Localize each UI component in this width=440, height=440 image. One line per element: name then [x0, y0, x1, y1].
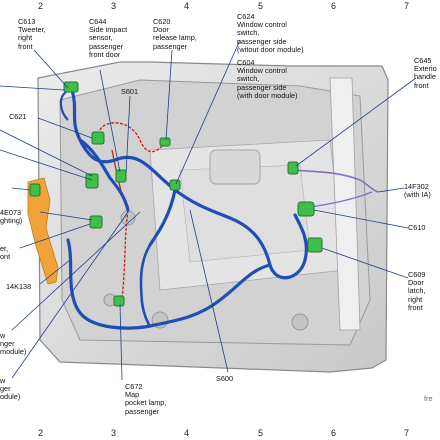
connector-c620	[159, 137, 171, 147]
grid-num-bottom: 5	[258, 428, 264, 438]
purple-wire	[291, 169, 379, 193]
connector-c621	[91, 131, 105, 145]
grid-bar-top	[0, 0, 440, 12]
callout-s600: S600	[216, 374, 234, 383]
callout-left-ger-odule: w ger odule)	[0, 376, 21, 402]
grid-num-top: 7	[404, 1, 410, 11]
connector-c645	[287, 161, 299, 175]
callout-c644: C644 Side impact sensor, passenger front…	[89, 17, 128, 59]
connector-c672	[113, 295, 125, 307]
blue-harness	[139, 244, 152, 327]
grid-num-top: 4	[184, 1, 190, 11]
trim-piece	[27, 177, 59, 285]
grid-num-bottom: 7	[404, 428, 410, 438]
callout-s601: S601	[121, 87, 139, 96]
connector-4e073	[89, 215, 103, 229]
grid-num-top: 6	[331, 1, 337, 11]
grid-num-top: 2	[38, 1, 44, 11]
red-wire	[99, 122, 166, 301]
speaker-mount	[209, 149, 261, 185]
grid-num-top: 5	[258, 1, 264, 11]
callout-left-nger-module: w nger module)	[0, 331, 27, 357]
callout-14k138: 14K138	[6, 282, 32, 291]
connector-c610	[297, 201, 315, 217]
grid-num-bottom: 3	[111, 428, 117, 438]
callout-c620: C620 Door release lamp, passenger	[153, 17, 197, 51]
grid-num-bottom: 2	[38, 428, 44, 438]
callout-c645: C645 Exterio handle front	[414, 56, 437, 90]
panel-hole	[291, 313, 309, 331]
callout-c621: C621	[9, 112, 27, 121]
footer-mark: fre	[424, 394, 433, 403]
grid-num-top: 3	[111, 1, 117, 11]
callout-c624: C624 Window control switch, passenger si…	[237, 12, 304, 54]
blue-harness	[66, 88, 308, 330]
callout-c610: C610	[408, 223, 426, 232]
grid-num-bottom: 6	[331, 428, 337, 438]
window-channel	[329, 77, 361, 331]
leader-lines	[0, 39, 417, 381]
callout-c604: C604 Window control switch, passenger si…	[237, 58, 298, 100]
callout-c672: C672 Map pocket lamp, passenger	[125, 382, 167, 416]
callout-14f302: 14F302 (with IA)	[404, 182, 431, 200]
connector-c624	[169, 179, 181, 191]
blue-harness	[59, 91, 69, 121]
connector-trim	[29, 183, 41, 197]
connector-left-mid	[85, 173, 99, 189]
callout-4e073: 4E073 ghting)	[0, 208, 23, 226]
callout-left-er-ont: er, ont	[0, 244, 11, 262]
callout-c609: C609 Door latch, right front	[408, 270, 426, 312]
connector-c644	[115, 169, 127, 183]
connector-c609	[307, 237, 323, 253]
grid-bar-bottom	[0, 428, 440, 440]
grid-num-bottom: 4	[184, 428, 190, 438]
callout-c613: C613 Tweeter, right front	[18, 17, 46, 51]
connector-c613	[63, 81, 79, 93]
